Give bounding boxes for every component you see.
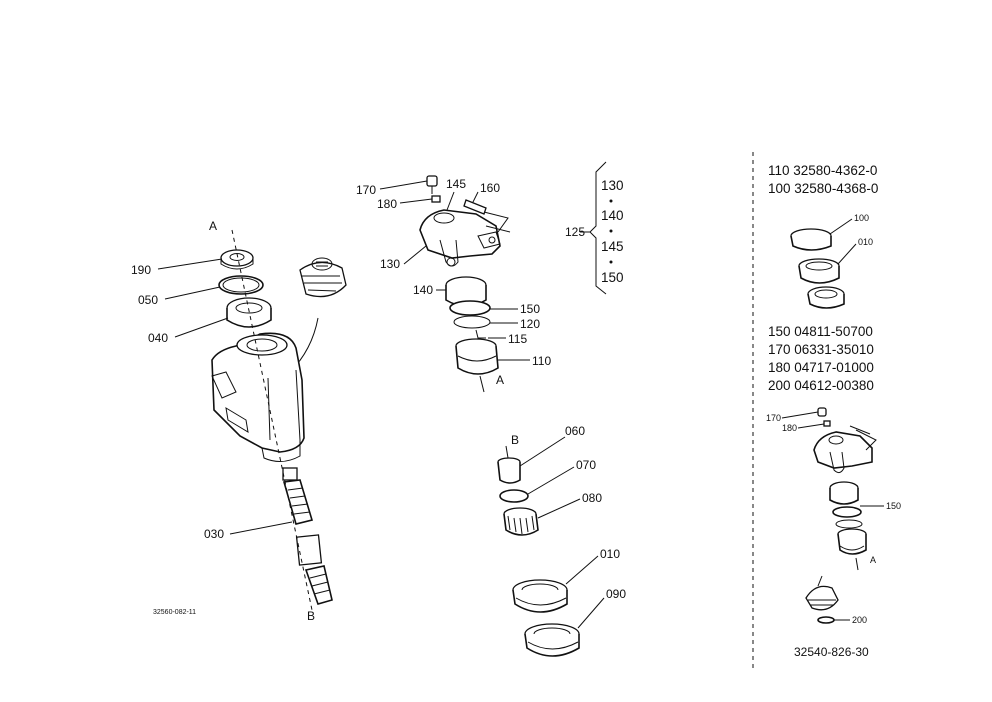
right-top-parts xyxy=(790,218,857,309)
label-180-right: 180 xyxy=(782,423,797,433)
label-050: 050 xyxy=(138,293,158,307)
label-090: 090 xyxy=(606,587,626,601)
group-bracket-125 xyxy=(580,161,613,295)
callout-labels: 170 145 160 180 130 140 150 120 115 110 … xyxy=(131,177,626,623)
group-item-150: 150 xyxy=(601,270,624,285)
label-040: 040 xyxy=(148,331,168,345)
label-100-right: 100 xyxy=(854,213,869,223)
label-010: 010 xyxy=(600,547,620,561)
label-180: 180 xyxy=(377,197,397,211)
label-115: 115 xyxy=(508,332,527,346)
group-item-145: 145 xyxy=(601,239,624,254)
bevel-gear xyxy=(299,257,347,298)
label-170: 170 xyxy=(356,183,376,197)
nut-190 xyxy=(220,249,254,270)
label-170-right: 170 xyxy=(766,413,781,423)
label-b-middle: B xyxy=(511,433,519,447)
label-010-right: 010 xyxy=(858,237,873,247)
drawing-code-left: 32560-082-11 xyxy=(153,609,196,616)
label-200-right: 200 xyxy=(852,615,867,625)
label-130: 130 xyxy=(380,257,400,271)
label-080: 080 xyxy=(582,491,602,505)
middle-bottom-assembly xyxy=(497,436,605,657)
middle-top-assembly xyxy=(379,175,530,393)
label-110: 110 xyxy=(532,354,551,368)
label-a-left: A xyxy=(209,219,217,233)
label-b-left: B xyxy=(307,609,315,623)
label-150: 150 xyxy=(520,302,540,316)
label-a-middle: A xyxy=(496,373,504,387)
label-060: 060 xyxy=(565,424,585,438)
label-030: 030 xyxy=(204,527,224,541)
label-a-right: A xyxy=(870,555,876,565)
part-list-mid-3: 180 04717-01000 xyxy=(768,360,874,375)
bearing-040 xyxy=(226,297,272,328)
part-list-mid-1: 150 04811-50700 xyxy=(768,324,873,339)
part-list-top-1: 110 32580-4362-0 xyxy=(768,163,877,178)
group-item-130: 130 xyxy=(601,178,624,193)
drawing-code-right: 32540-826-30 xyxy=(794,645,869,659)
part-list-mid-2: 170 06331-35010 xyxy=(768,342,874,357)
label-070: 070 xyxy=(576,458,596,472)
part-list-mid-4: 200 04612-00380 xyxy=(768,378,874,393)
shaft-030 xyxy=(282,467,333,605)
gearbox-housing xyxy=(211,332,305,462)
label-160: 160 xyxy=(480,181,500,195)
right-gear-200 xyxy=(805,575,850,624)
label-125: 125 xyxy=(565,225,585,239)
assembly-axis xyxy=(231,229,313,611)
label-145: 145 xyxy=(446,177,466,191)
label-150-right: 150 xyxy=(886,501,901,511)
right-sub-assembly xyxy=(781,407,884,571)
ring-050 xyxy=(218,275,264,295)
label-190: 190 xyxy=(131,263,151,277)
right-panel-text: 110 32580-4362-0 100 32580-4368-0 100 01… xyxy=(766,163,901,659)
label-140: 140 xyxy=(413,283,433,297)
left-assembly xyxy=(157,229,347,611)
label-120: 120 xyxy=(520,317,540,331)
part-list-top-2: 100 32580-4368-0 xyxy=(768,181,878,196)
group-item-140: 140 xyxy=(601,208,624,223)
